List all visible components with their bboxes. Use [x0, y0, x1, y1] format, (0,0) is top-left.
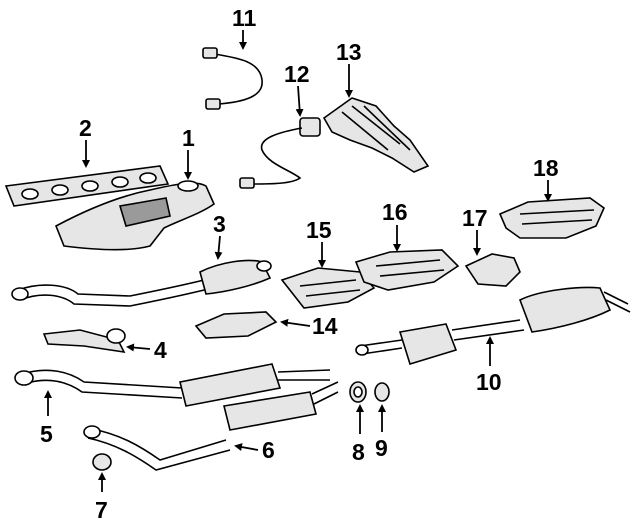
part-7-gasket[interactable] [92, 453, 112, 471]
callout-7: 7 [95, 497, 108, 523]
callout-10: 10 [476, 369, 502, 395]
callout-15: 15 [306, 217, 332, 243]
part-6-intermediate-pipe[interactable] [83, 381, 339, 471]
part-18-heat-shield[interactable] [498, 197, 605, 239]
part-12-oxygen-sensor[interactable] [239, 117, 321, 189]
part-10-muffler[interactable] [355, 286, 631, 365]
part-4-flex-pipe[interactable] [42, 328, 126, 354]
callout-14: 14 [312, 313, 338, 339]
part-17-heat-shield[interactable] [464, 253, 521, 287]
part-14-heat-shield[interactable] [194, 311, 278, 339]
callout-labels: 11 12 13 2 1 3 4 14 15 16 17 18 10 5 6 7… [40, 5, 559, 523]
part-13-heat-shield[interactable] [322, 97, 430, 173]
part-5-intermediate-pipe[interactable] [14, 363, 331, 407]
callout-16: 16 [382, 199, 408, 225]
callout-11: 11 [232, 5, 257, 31]
callout-17: 17 [462, 205, 488, 231]
leader-arrows [44, 30, 552, 492]
part-15-heat-shield[interactable] [280, 267, 376, 309]
callout-4: 4 [154, 337, 167, 363]
part-2-manifold-gasket[interactable] [4, 165, 170, 207]
callout-5: 5 [40, 421, 53, 447]
part-11-oxygen-sensor[interactable] [202, 47, 263, 110]
callout-1: 1 [182, 125, 195, 151]
callout-9: 9 [375, 435, 388, 461]
part-8-gasket[interactable] [349, 381, 367, 403]
callout-18: 18 [533, 155, 559, 181]
part-3-front-pipe[interactable] [11, 259, 272, 307]
callout-12: 12 [284, 61, 310, 87]
part-16-heat-shield[interactable] [354, 249, 460, 291]
callout-13: 13 [336, 39, 362, 65]
callout-3: 3 [213, 211, 226, 237]
part-9-gasket[interactable] [374, 382, 390, 402]
callout-6: 6 [262, 437, 275, 463]
callout-2: 2 [79, 115, 92, 141]
part-1-exhaust-manifold[interactable] [54, 180, 215, 251]
callout-8: 8 [352, 439, 365, 465]
